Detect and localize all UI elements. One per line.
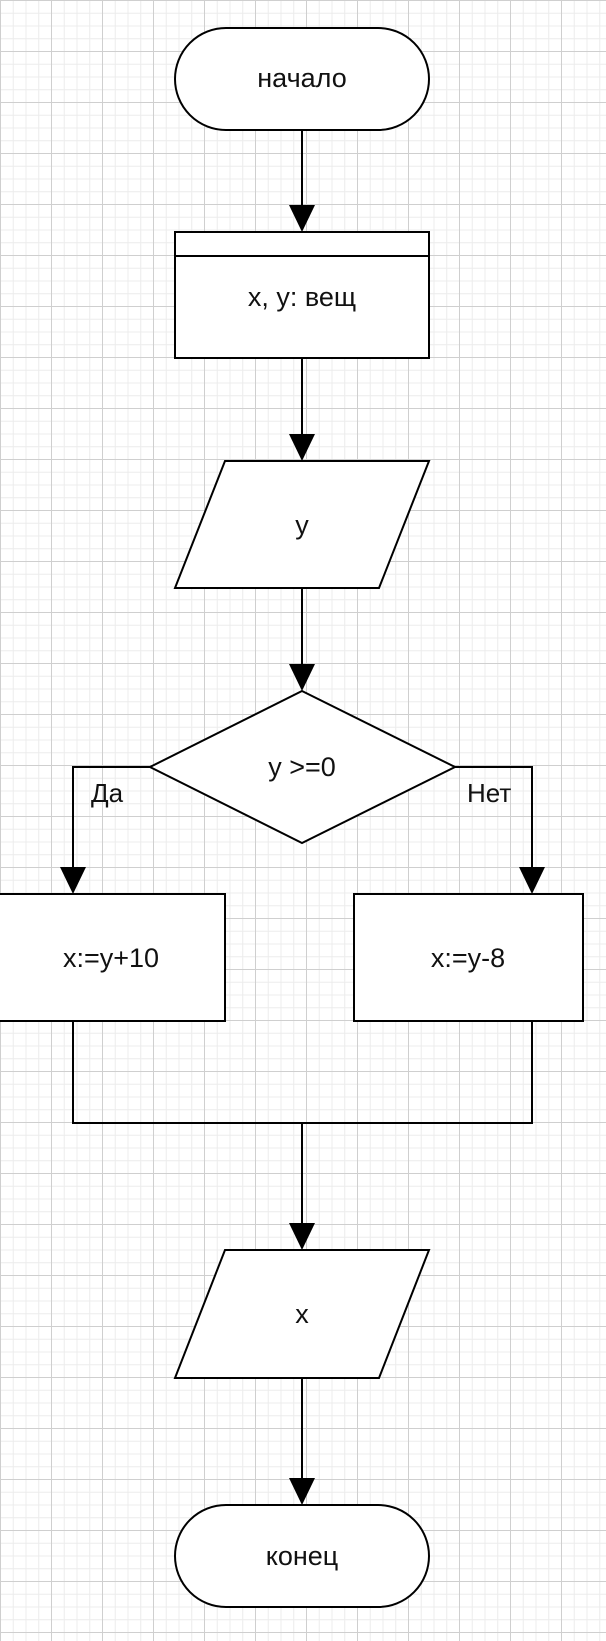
yes-branch-label: Да <box>91 778 124 808</box>
arrowhead-input <box>289 434 315 461</box>
declaration-label: x, y: вещ <box>248 282 356 312</box>
end-label: конец <box>266 1541 339 1571</box>
output-label: x <box>295 1299 309 1329</box>
arrowhead-output <box>289 1223 315 1250</box>
no-action-box <box>353 893 584 1022</box>
arrowhead-condition <box>289 664 315 691</box>
arrowhead-yes-action <box>60 867 86 894</box>
declaration-box <box>174 231 430 359</box>
end-terminator <box>174 1504 430 1608</box>
connector-yes-branch <box>72 766 150 867</box>
yes-action-box <box>0 893 226 1022</box>
condition-label: y >=0 <box>268 752 336 782</box>
no-branch-label: Нет <box>467 778 511 808</box>
connector-merge <box>72 1021 533 1124</box>
input-label: y <box>295 510 309 540</box>
arrowhead-no-action <box>519 867 545 894</box>
condition-diamond <box>147 689 458 845</box>
arrowhead-declare <box>289 205 315 232</box>
start-terminator <box>174 27 430 131</box>
output-parallelogram <box>173 1249 431 1379</box>
yes-action-label: x:=y+10 <box>63 943 159 973</box>
start-label: начало <box>257 63 347 93</box>
input-parallelogram <box>173 460 431 589</box>
no-action-label: x:=y-8 <box>431 943 505 973</box>
connector-no-branch <box>455 766 533 867</box>
arrowhead-end <box>289 1478 315 1505</box>
